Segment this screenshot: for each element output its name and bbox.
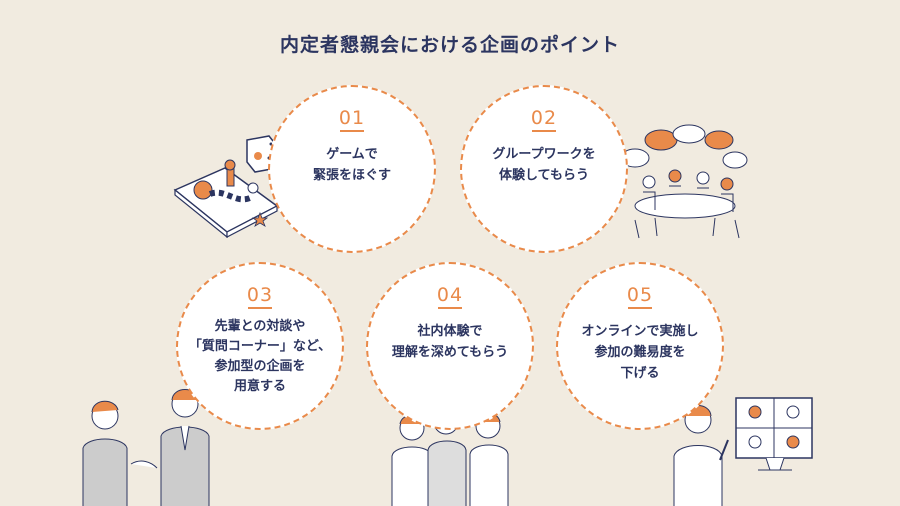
senior-talk-illustration — [82, 389, 210, 506]
point-label: 先輩との対談や 「質問コーナー」など、 参加型の企画を 用意する — [188, 318, 332, 394]
point-label: 社内体験で 理解を深めてもらう — [391, 323, 509, 360]
point-number: 04 — [368, 284, 532, 309]
page-title: 内定者懇親会における企画のポイント — [279, 34, 620, 56]
point-number: 01 — [270, 107, 434, 132]
board-game-illustration — [173, 135, 279, 238]
point-circle-03: 03 先輩との対談や 「質問コーナー」など、 参加型の企画を 用意する — [176, 262, 344, 430]
point-number: 03 — [178, 284, 342, 309]
point-circle-05: 05 オンラインで実施し 参加の難易度を 下げる — [556, 262, 724, 430]
point-circle-02: 02 グループワークを 体験してもらう — [460, 85, 628, 253]
point-circle-01: 01 ゲームで 緊張をほぐす — [268, 85, 436, 253]
point-circle-04: 04 社内体験で 理解を深めてもらう — [366, 262, 534, 430]
point-number: 05 — [558, 284, 722, 309]
point-number: 02 — [462, 107, 626, 132]
point-label: ゲームで 緊張をほぐす — [312, 146, 391, 183]
point-label: オンラインで実施し 参加の難易度を 下げる — [581, 323, 699, 381]
group-discussion-illustration — [620, 124, 748, 239]
point-label: グループワークを 体験してもらう — [492, 146, 596, 183]
online-call-illustration — [673, 397, 813, 506]
